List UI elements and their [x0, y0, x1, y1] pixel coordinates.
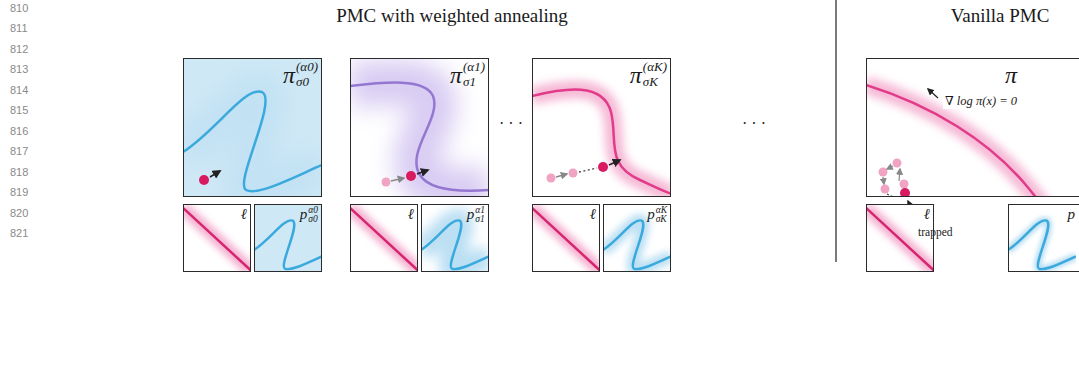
superscript: (α1) [463, 60, 485, 74]
math-symbol: π [630, 62, 642, 88]
line-number: 821 [10, 227, 28, 240]
line-number: 815 [10, 104, 28, 117]
subscript: σ0 [308, 214, 317, 224]
plot-panel: π(α0)σ0 [183, 58, 322, 197]
math-symbol: p [467, 206, 475, 223]
math-symbol: p [647, 206, 655, 223]
mini-panel: ℓ [866, 204, 934, 272]
math-symbol: p [1068, 206, 1076, 223]
superscript: α1 [475, 205, 485, 215]
divider-line [835, 0, 836, 262]
line-number: 819 [10, 186, 28, 199]
mini-panel: ℓ [532, 204, 600, 272]
annotation-text: trapped [916, 226, 954, 239]
plot-panel: π(αK)σK [532, 58, 671, 197]
mini-panel: pαKσK [603, 204, 671, 272]
superscript: (αK) [643, 60, 667, 74]
line-number: 812 [10, 43, 28, 56]
math-symbol: ℓ [590, 206, 596, 223]
math-symbol: ℓ [241, 206, 247, 223]
panel-art [866, 58, 1079, 197]
prior-art [254, 204, 1076, 272]
line-number: 810 [10, 2, 28, 15]
mini-panel: p [1008, 204, 1079, 272]
ellipsis: · · · [499, 115, 523, 133]
mini-panel: ℓ [183, 204, 251, 272]
panel-art [532, 58, 671, 197]
line-number: 814 [10, 84, 28, 97]
mini-panel: ℓ [350, 204, 418, 272]
line-number: 817 [10, 145, 28, 158]
mini-panel: pα1σ1 [421, 204, 489, 272]
annotation-text: ∇ log π(x) = 0 [943, 95, 1019, 109]
plot-panel: π(α1)σ1 [350, 58, 489, 197]
likelihood-art [183, 204, 934, 272]
line-number: 811 [10, 22, 28, 35]
superscript: (α0) [296, 60, 318, 74]
math-symbol: π [283, 62, 295, 88]
panel-art [350, 58, 489, 197]
plot-panel: π∇ log π(x) = 0trapped [866, 58, 1079, 197]
panel-art [183, 58, 322, 197]
figure-title: Vanilla PMC [951, 5, 1050, 27]
figure-title: PMC with weighted annealing [336, 5, 568, 27]
subscript: σ0 [296, 75, 309, 89]
math-symbol: p [300, 206, 308, 223]
ellipsis: · · · [742, 115, 766, 133]
subscript: σK [656, 214, 667, 224]
subscript: σK [643, 75, 658, 89]
line-number: 818 [10, 166, 28, 179]
mini-panel: pα0σ0 [254, 204, 322, 272]
math-symbol: π [1005, 62, 1017, 88]
superscript: α0 [308, 205, 318, 215]
line-number: 820 [10, 207, 28, 220]
line-number: 816 [10, 125, 28, 138]
math-symbol: π [450, 62, 462, 88]
subscript: σ1 [475, 214, 484, 224]
math-symbol: ℓ [924, 206, 930, 223]
line-number: 813 [10, 63, 28, 76]
subscript: σ1 [463, 75, 476, 89]
math-symbol: ℓ [408, 206, 414, 223]
superscript: αK [656, 205, 667, 215]
